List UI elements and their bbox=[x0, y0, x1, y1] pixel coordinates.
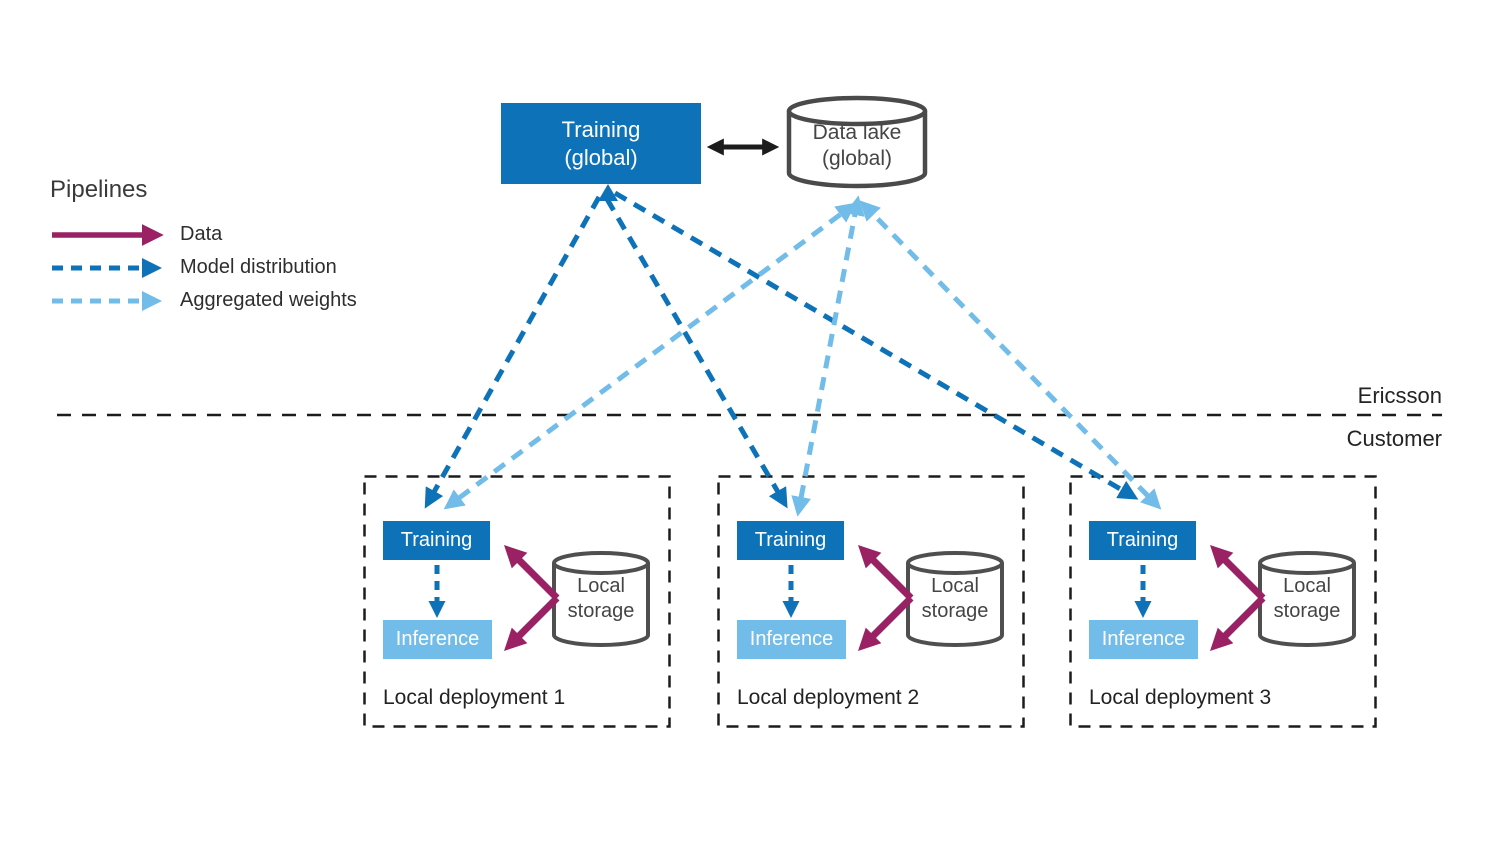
data-arrow-storage-to-inference bbox=[503, 595, 560, 652]
model-arrowhead-into-global-training bbox=[598, 184, 618, 201]
training-box: Training bbox=[383, 521, 490, 560]
deployment-graphics bbox=[363, 475, 671, 728]
aggregated-weights-deployment-1-to-datalake bbox=[443, 202, 857, 510]
legend: Pipelines Data Model distribution Aggreg… bbox=[50, 176, 470, 317]
customer-region-label: Customer bbox=[1346, 426, 1442, 451]
inference-label: Inference bbox=[749, 628, 834, 650]
training-box: Training bbox=[737, 521, 844, 560]
deployment-graphics bbox=[1069, 475, 1377, 728]
training-global-label-line1: Training bbox=[561, 116, 641, 142]
legend-item-label: Aggregated weights bbox=[180, 289, 357, 311]
inference-box: Inference bbox=[1089, 620, 1198, 659]
inference-box: Inference bbox=[383, 620, 492, 659]
data-arrow-storage-to-training bbox=[503, 544, 560, 601]
legend-item-label: Model distribution bbox=[180, 256, 337, 278]
datalake-label-line1: Data lake bbox=[812, 121, 902, 144]
ericsson-region-label: Ericsson bbox=[1357, 383, 1442, 408]
deployment-dashed-border bbox=[1069, 475, 1377, 728]
legend-item-model-distribution: Model distribution bbox=[50, 251, 470, 284]
training-box: Training bbox=[1089, 521, 1196, 560]
deployment-label: Local deployment 1 bbox=[383, 686, 566, 709]
aggregated-weights-arrow-icon bbox=[52, 290, 162, 311]
training-label: Training bbox=[400, 529, 473, 551]
model-distribution-to-deployment-3 bbox=[613, 190, 1139, 500]
deployment-label: Local deployment 2 bbox=[737, 686, 920, 709]
local-storage-label: Local storage bbox=[921, 575, 989, 622]
local-storage-cylinder-icon bbox=[1258, 563, 1356, 647]
legend-item-data: Data bbox=[50, 218, 470, 251]
data-arrow-storage-to-inference bbox=[1209, 595, 1266, 652]
local-storage-cylinder-icon bbox=[906, 563, 1004, 647]
inference-label: Inference bbox=[1101, 628, 1186, 650]
training-label: Training bbox=[754, 529, 827, 551]
data-arrow-storage-to-training bbox=[1209, 544, 1266, 601]
deployment-graphics bbox=[717, 475, 1025, 728]
deployment-label: Local deployment 3 bbox=[1089, 686, 1272, 709]
local-deployment-1: Training Inference Local storage Local d… bbox=[363, 475, 671, 728]
data-arrow-icon bbox=[52, 223, 164, 246]
local-storage-label: Local storage bbox=[567, 575, 635, 622]
local-deployment-2: Training Inference Local storage Local d… bbox=[717, 475, 1025, 728]
local-storage-cylinder-icon bbox=[552, 563, 650, 647]
inference-box: Inference bbox=[737, 620, 846, 659]
data-arrow-storage-to-training bbox=[857, 544, 914, 601]
local-storage-label: Local storage bbox=[1273, 575, 1341, 622]
legend-item-label: Data bbox=[180, 223, 223, 245]
inference-label: Inference bbox=[395, 628, 480, 650]
aggregated-weights-deployment-2-to-datalake bbox=[791, 195, 865, 517]
training-global-label-line2: (global) bbox=[564, 144, 638, 170]
datalake-node: Data lake (global) bbox=[786, 95, 928, 191]
training-label: Training bbox=[1106, 529, 1179, 551]
legend-item-aggregated-weights: Aggregated weights bbox=[50, 284, 470, 317]
model-distribution-arrow-icon bbox=[52, 257, 162, 278]
datalake-label: Data lake (global) bbox=[786, 105, 928, 187]
aggregated-weights-deployment-3-to-datalake bbox=[859, 200, 1162, 510]
local-deployment-3: Training Inference Local storage Local d… bbox=[1069, 475, 1377, 728]
database-cylinder-icon bbox=[786, 95, 928, 189]
data-arrow-storage-to-inference bbox=[857, 595, 914, 652]
datalake-label-line2: (global) bbox=[821, 147, 893, 170]
training-global-box: Training (global) bbox=[501, 103, 701, 184]
legend-title: Pipelines bbox=[50, 176, 148, 203]
model-distribution-to-deployment-2 bbox=[604, 197, 788, 509]
